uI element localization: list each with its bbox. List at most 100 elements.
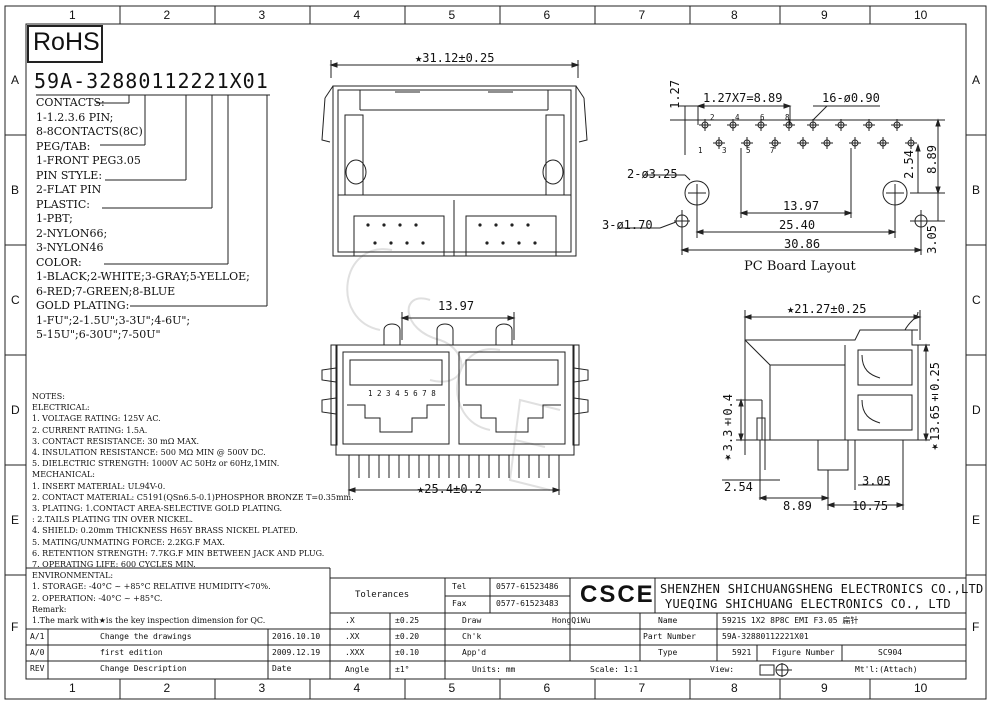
- top-pin-dot: [478, 223, 482, 227]
- pcb-pin-label-bottom: 7: [770, 146, 775, 155]
- top-view: [321, 60, 588, 257]
- revision-desc: first edition: [100, 648, 163, 657]
- company-logo: CSCE: [580, 581, 655, 608]
- pcb-layout: [618, 103, 945, 255]
- grid-col-label: 8: [731, 8, 738, 22]
- note-line: 7. OPERATING LIFE: 600 CYCLES MIN.: [32, 560, 196, 569]
- dim-side-33: ★3.3±0.4: [721, 394, 735, 466]
- chk-label: Ch'k: [462, 632, 482, 641]
- option-line: 5-15U";6-30U";7-50U": [36, 328, 161, 341]
- dim-offset-127: 1.27: [668, 80, 682, 109]
- option-line: 3-NYLON46: [36, 241, 104, 254]
- figure-number-label: Figure Number: [772, 648, 835, 657]
- dim-front-254: ★25.4±0.2: [417, 482, 483, 496]
- revision-rev: A/0: [30, 648, 45, 657]
- option-line: PIN STYLE:: [36, 168, 103, 182]
- dim-hole3: 3-ø1.70: [602, 218, 653, 232]
- grid-col-label: 9: [821, 8, 828, 22]
- dim-pcb-889: 8.89: [925, 145, 939, 174]
- type-label: Type: [658, 648, 678, 657]
- grid-row-label: A: [972, 72, 981, 87]
- option-line: 1-FRONT PEG3.05: [36, 154, 141, 167]
- top-pin-dot: [494, 223, 498, 227]
- pcb-pin-label-bottom: 3: [722, 146, 727, 155]
- grid-col-label: 4: [353, 681, 361, 695]
- dim-pitch: 1.27X7=8.89: [703, 91, 783, 105]
- pcb-pin-label-bottom: 5: [746, 146, 751, 155]
- top-pin-dot: [485, 241, 489, 245]
- grid-row-label: D: [972, 403, 981, 417]
- note-line: 5. MATING/UNMATING FORCE: 2.2KG.F MAX.: [32, 537, 225, 547]
- option-line: PLASTIC:: [36, 197, 90, 211]
- note-line: 2. CURRENT RATING: 1.5A.: [32, 425, 148, 435]
- grid-col-label: 7: [638, 8, 646, 22]
- dim-side-1075: 10.75: [852, 499, 889, 513]
- grid-row-label: F: [972, 620, 980, 634]
- grid-col-label: 2: [163, 681, 171, 695]
- note-line: Remark:: [32, 604, 67, 614]
- grid-col-label: 3: [258, 681, 266, 695]
- revision-date: 2016.10.10: [272, 632, 321, 641]
- revision-rev: REV: [30, 664, 45, 673]
- top-pin-dot: [501, 241, 505, 245]
- revision-desc: Change Description: [100, 664, 187, 673]
- grid-col-label: 3: [258, 8, 266, 22]
- option-leaders: [36, 94, 270, 307]
- top-pin-dot: [389, 241, 393, 245]
- top-pin-dot: [366, 223, 370, 227]
- note-line: NOTES:: [32, 392, 65, 401]
- grid-col-label: 1: [69, 681, 76, 695]
- top-pin-dot: [405, 241, 409, 245]
- dim-pcb-1397: 13.97: [783, 199, 820, 213]
- note-line: MECHANICAL:: [32, 470, 95, 480]
- top-pin-dot: [533, 241, 537, 245]
- note-line: 2. CONTACT MATERIAL: C5191(QSn6.5-0.1)PH…: [32, 492, 354, 502]
- revision-date: 2009.12.19: [272, 648, 321, 657]
- view-label: View:: [710, 665, 735, 674]
- fax-value: 0577-61523483: [496, 599, 559, 608]
- grid-row-label: E: [972, 513, 981, 527]
- top-pin-dot: [421, 241, 425, 245]
- pcb-pin-label-top: 8: [785, 113, 790, 122]
- material-label: Mt'l:(Attach): [855, 665, 918, 674]
- tel-label: Tel: [452, 582, 467, 591]
- tolerances-label: Tolerances: [355, 590, 410, 600]
- title-block-lines: [26, 568, 966, 679]
- rohs-mark: RoHS: [33, 28, 100, 56]
- grid-col-label: 7: [638, 681, 646, 695]
- grid-col-label: 10: [914, 681, 928, 695]
- note-line: 1. VOLTAGE RATING: 125V AC.: [32, 414, 161, 424]
- draw-value: HongQiWu: [552, 616, 591, 625]
- grid-row-label: E: [11, 513, 20, 527]
- pcb-layout-title: PC Board Layout: [744, 259, 856, 274]
- grid-col-label: 6: [543, 681, 551, 695]
- grid-row-label: C: [11, 293, 20, 307]
- note-line: 4. INSULATION RESISTANCE: 500 MΩ MIN @ 5…: [32, 448, 266, 457]
- grid-row-label: F: [11, 620, 19, 634]
- grid-col-label: 9: [821, 681, 828, 695]
- tol-xxx: .XXX: [345, 648, 365, 657]
- revision-rev: A/1: [30, 632, 45, 641]
- dim-side-1365: ★13.65±0.25: [928, 362, 942, 456]
- option-line: 1-PBT;: [36, 212, 73, 225]
- front-pin-numbers: 1 2 3 4 5 6 7 8: [368, 389, 436, 398]
- note-line: : 2.TAILS PLATING TIN OVER NICKEL.: [32, 515, 194, 525]
- pcb-pin-label-top: 6: [760, 113, 765, 122]
- part-number-value: 59A-32880112221X01: [722, 632, 809, 641]
- grid-row-label: D: [11, 403, 20, 417]
- pcb-pin-label-bottom: 1: [698, 146, 703, 155]
- note-line: 1. INSERT MATERIAL: UL94V-0.: [32, 481, 166, 491]
- revision-date: Date: [272, 664, 292, 673]
- dim-side-889: 8.89: [783, 499, 812, 513]
- dim-side-305: 3.05: [862, 474, 891, 488]
- name-value: 5921S 1X2 8P8C EMI F3.05 扁针: [722, 616, 859, 625]
- top-view-pins: [366, 223, 537, 245]
- top-pin-dot: [517, 241, 521, 245]
- pcb-holes: [699, 119, 917, 149]
- figure-number-value: SC904: [878, 648, 903, 657]
- option-line: 1-FU";2-1.5U";3-3U";4-6U";: [36, 313, 191, 327]
- dim-pcb-305: 3.05: [925, 225, 939, 254]
- tel-value: 0577-61523486: [496, 582, 559, 591]
- top-pin-dot: [373, 241, 377, 245]
